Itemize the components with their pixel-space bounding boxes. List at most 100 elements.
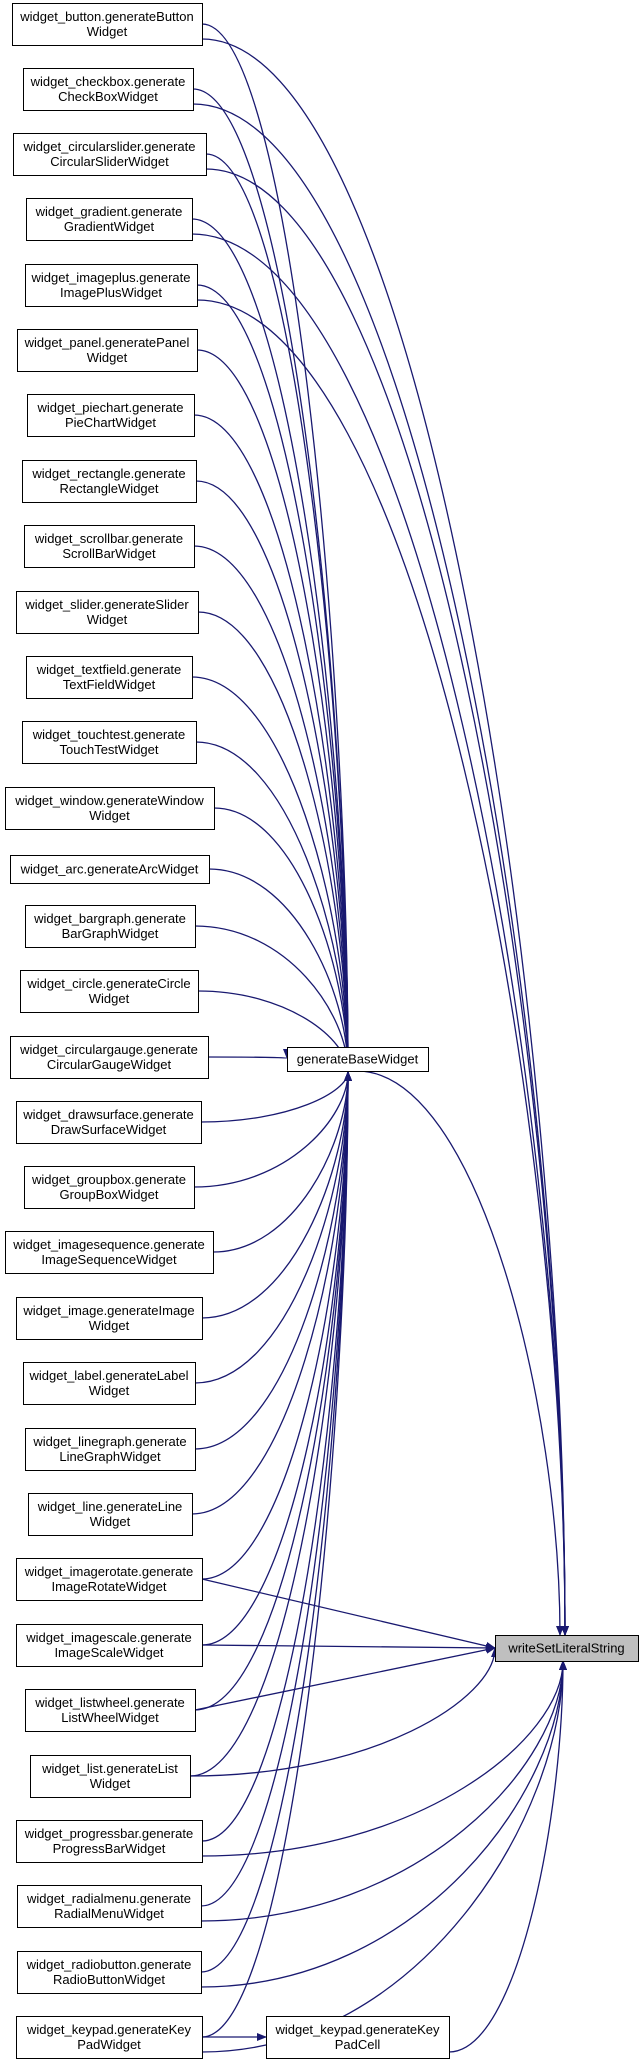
node-imagerotate[interactable]: widget_imagerotate.generateImageRotateWi… <box>16 1558 203 1601</box>
node-box <box>23 68 194 111</box>
edge-n_gradient-to-n_base <box>191 218 352 1073</box>
node-box <box>16 591 199 634</box>
node-box <box>12 3 203 46</box>
node-label-line: widget_image.generateImage <box>22 1303 194 1318</box>
edge-n_linegraph-to-n_base <box>194 1071 352 1450</box>
node-box <box>30 1755 191 1798</box>
node-label-line: widget_imageplus.generate <box>31 270 191 285</box>
node-box <box>5 1231 214 1274</box>
node-label-line: PadCell <box>335 2037 381 2052</box>
node-label-line: ImageRotateWidget <box>52 1579 167 1594</box>
node-box <box>22 460 197 503</box>
node-arc[interactable]: widget_arc.generateArcWidget <box>10 855 210 884</box>
node-label-line: ImageScaleWidget <box>54 1645 163 1660</box>
node-label-line: ListWheelWidget <box>61 1710 159 1725</box>
node-label-line: CircularSliderWidget <box>50 154 169 169</box>
node-drawsurface[interactable]: widget_drawsurface.generateDrawSurfaceWi… <box>16 1101 202 1144</box>
node-label-line: widget_slider.generateSlider <box>24 597 189 612</box>
node-box <box>24 1166 195 1209</box>
node-label-line: widget_gradient.generate <box>35 204 183 219</box>
node-label-line: widget_keypad.generateKey <box>274 2022 440 2037</box>
node-box <box>5 787 215 830</box>
node-imagescale[interactable]: widget_imagescale.generateImageScaleWidg… <box>16 1624 203 1667</box>
node-circularslider[interactable]: widget_circularslider.generateCircularSl… <box>13 133 207 176</box>
node-label-line: widget_arc.generateArcWidget <box>20 862 199 877</box>
node-label-line: widget_circle.generateCircle <box>26 976 190 991</box>
edge-n_groupbox-to-n_base <box>193 1071 352 1188</box>
edge-n_piechart-to-n_base <box>193 414 352 1073</box>
node-box <box>16 2016 203 2059</box>
node-box <box>16 1624 203 1667</box>
node-radiobutton[interactable]: widget_radiobutton.generateRadioButtonWi… <box>17 1951 202 1994</box>
node-box <box>16 1101 202 1144</box>
edge-n_progressbar-to-n_base <box>201 1071 352 1842</box>
node-label-line: widget_window.generateWindow <box>14 793 204 808</box>
edge-n_gradient-to-n_write <box>191 233 569 1636</box>
node-label-line: widget_linegraph.generate <box>32 1434 186 1449</box>
node-circulargauge[interactable]: widget_circulargauge.generateCircularGau… <box>10 1036 209 1079</box>
node-label-line: Widget <box>89 808 130 823</box>
node-label-line: RadioButtonWidget <box>53 1972 165 1987</box>
node-box <box>287 1047 429 1072</box>
node-label-line: widget_progressbar.generate <box>24 1826 193 1841</box>
edge-n_textfield-to-n_base <box>191 676 352 1073</box>
node-box <box>25 905 196 948</box>
node-box <box>23 1362 196 1405</box>
node-base[interactable]: generateBaseWidget <box>287 1047 429 1072</box>
node-label-line: DrawSurfaceWidget <box>51 1122 167 1137</box>
node-label-line: PadWidget <box>77 2037 141 2052</box>
edge-n_panel-to-n_base <box>196 349 352 1073</box>
node-box <box>22 721 197 764</box>
edge-n_checkbox-to-n_write <box>192 103 569 1636</box>
node-label-line: GroupBoxWidget <box>60 1187 159 1202</box>
node-imagesequence[interactable]: widget_imagesequence.generateImageSequen… <box>5 1231 214 1274</box>
edge-n_checkbox-to-n_base <box>192 88 352 1073</box>
edge-n_scrollbar-to-n_base <box>193 545 352 1073</box>
node-radialmenu[interactable]: widget_radialmenu.generateRadialMenuWidg… <box>17 1885 202 1928</box>
node-label-line: PieChartWidget <box>65 415 156 430</box>
edge-n_arc-to-n_base <box>208 868 352 1073</box>
node-label-line: BarGraphWidget <box>62 926 159 941</box>
node-label-line: GradientWidget <box>64 219 155 234</box>
node-label-line: widget_touchtest.generate <box>32 727 186 742</box>
node-box <box>13 133 207 176</box>
node-label-line: widget_radialmenu.generate <box>26 1891 191 1906</box>
node-label-line: widget_checkbox.generate <box>30 74 186 89</box>
node-box <box>16 1558 203 1601</box>
node-box <box>25 264 198 307</box>
edge-n_window-to-n_base <box>213 807 352 1073</box>
edge-n_button-to-n_base <box>201 23 352 1073</box>
node-label-line: widget_bargraph.generate <box>33 911 186 926</box>
node-progressbar[interactable]: widget_progressbar.generateProgressBarWi… <box>16 1820 203 1863</box>
edge-n_circularslider-to-n_write <box>205 168 569 1636</box>
edge-n_imageplus-to-n_write <box>196 299 569 1636</box>
edge-n_radialmenu-to-n_base <box>200 1071 352 1907</box>
node-write[interactable]: writeSetLiteralString <box>495 1635 639 1662</box>
node-label-line: widget_button.generateButton <box>19 9 193 24</box>
node-label-line: TextFieldWidget <box>63 677 156 692</box>
